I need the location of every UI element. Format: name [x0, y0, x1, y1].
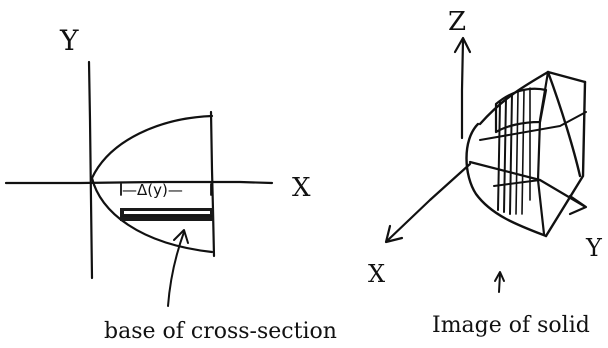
- left-y-axis: [87, 60, 94, 280]
- left-figure: —Δ(y)— Y X base of cross-section: [4, 24, 337, 344]
- right-z-label: Z: [448, 7, 466, 37]
- right-z-arrowhead: [453, 36, 472, 54]
- caption-arrow-right: [498, 273, 501, 293]
- caption-arrow-left: [167, 231, 185, 307]
- right-y-arrowhead: [568, 194, 588, 216]
- caption-arrowhead-left: [173, 229, 189, 244]
- left-x-axis: [4, 180, 274, 185]
- left-right-boundary: [209, 110, 216, 258]
- solid-front-curve: [465, 122, 548, 238]
- right-x-arrowhead: [384, 224, 404, 244]
- cross-section-strip: [120, 208, 214, 221]
- right-z-axis: [460, 38, 465, 140]
- right-y-label: Y: [585, 234, 603, 262]
- right-y-axis: [468, 160, 586, 208]
- right-x-label: X: [368, 260, 385, 288]
- caption-arrowhead-right: [494, 271, 505, 282]
- right-caption: Image of solid: [432, 313, 590, 338]
- left-x-label: X: [292, 173, 311, 203]
- delta-label: —Δ(y)—: [122, 181, 183, 199]
- right-figure: Z X Y Image of solid: [368, 7, 603, 338]
- solid-ridge: [536, 70, 550, 236]
- left-caption: base of cross-section: [104, 319, 337, 344]
- solid-cross-section: [479, 87, 587, 215]
- solid-right-edge: [544, 80, 587, 238]
- left-parabola: [90, 114, 214, 254]
- right-x-axis: [386, 162, 472, 242]
- solid-back-curve: [546, 70, 582, 178]
- left-y-label: Y: [59, 24, 79, 57]
